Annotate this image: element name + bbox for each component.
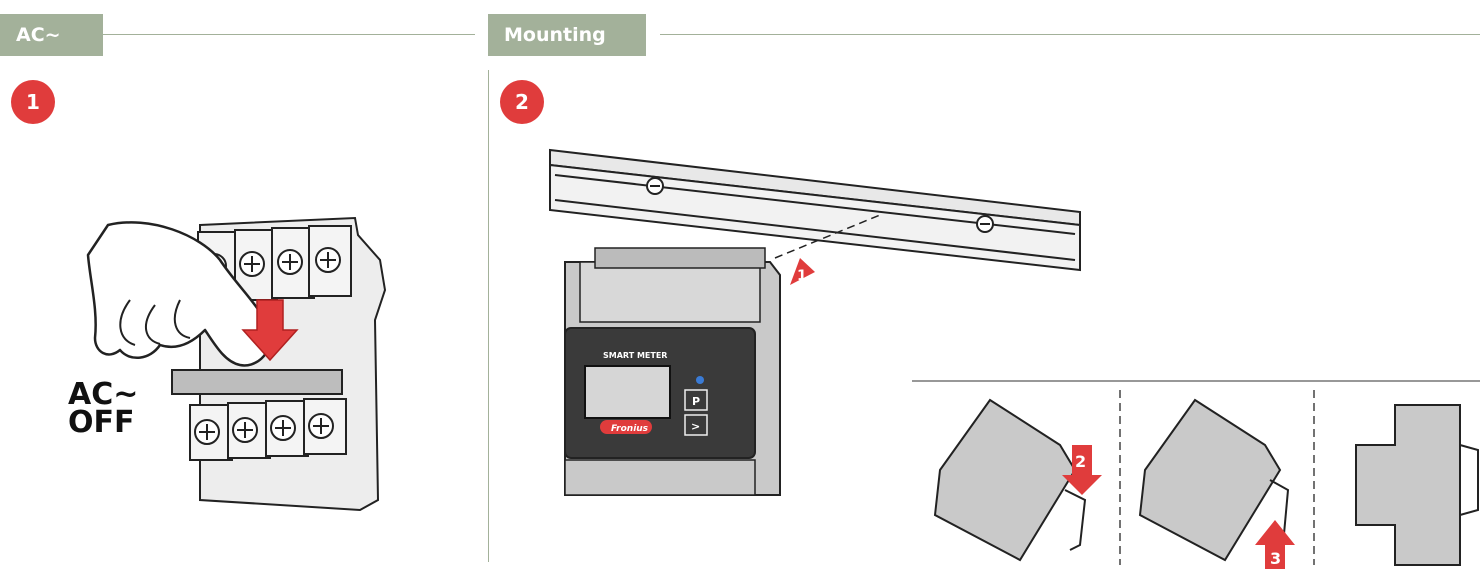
arrow-3-label: 3 [1270, 549, 1281, 568]
detail-snap [1138, 398, 1290, 562]
arrow-2-label: 2 [1075, 452, 1086, 471]
off-label: OFF [68, 405, 135, 440]
arrow-1-label: 1 [797, 268, 807, 284]
step-badge-2: 2 [500, 80, 544, 124]
red-down-arrow-icon [241, 299, 299, 362]
meter-title: SMART METER [603, 351, 667, 360]
arrow-3-icon [1255, 520, 1295, 569]
header-divider-right [660, 34, 1480, 35]
detail-mounted [1355, 404, 1479, 566]
meter-button-next: > [691, 420, 700, 433]
detail-tilt [933, 398, 1087, 562]
meter-brand-logo: Fronius [611, 424, 649, 434]
header-divider-left [103, 34, 475, 35]
ac-label: AC~ [68, 377, 138, 412]
breaker-illustration: AC~ OFF [68, 216, 387, 512]
arrow-1-icon [790, 258, 815, 285]
section-tab-mounting: Mounting [488, 14, 646, 56]
arrow-2-icon [1062, 445, 1102, 495]
meter-button-p: P [692, 395, 700, 408]
step-badge-1: 1 [11, 80, 55, 124]
column-divider [488, 70, 489, 562]
section-tab-ac: AC~ [0, 14, 103, 56]
smart-meter-device [564, 247, 781, 496]
